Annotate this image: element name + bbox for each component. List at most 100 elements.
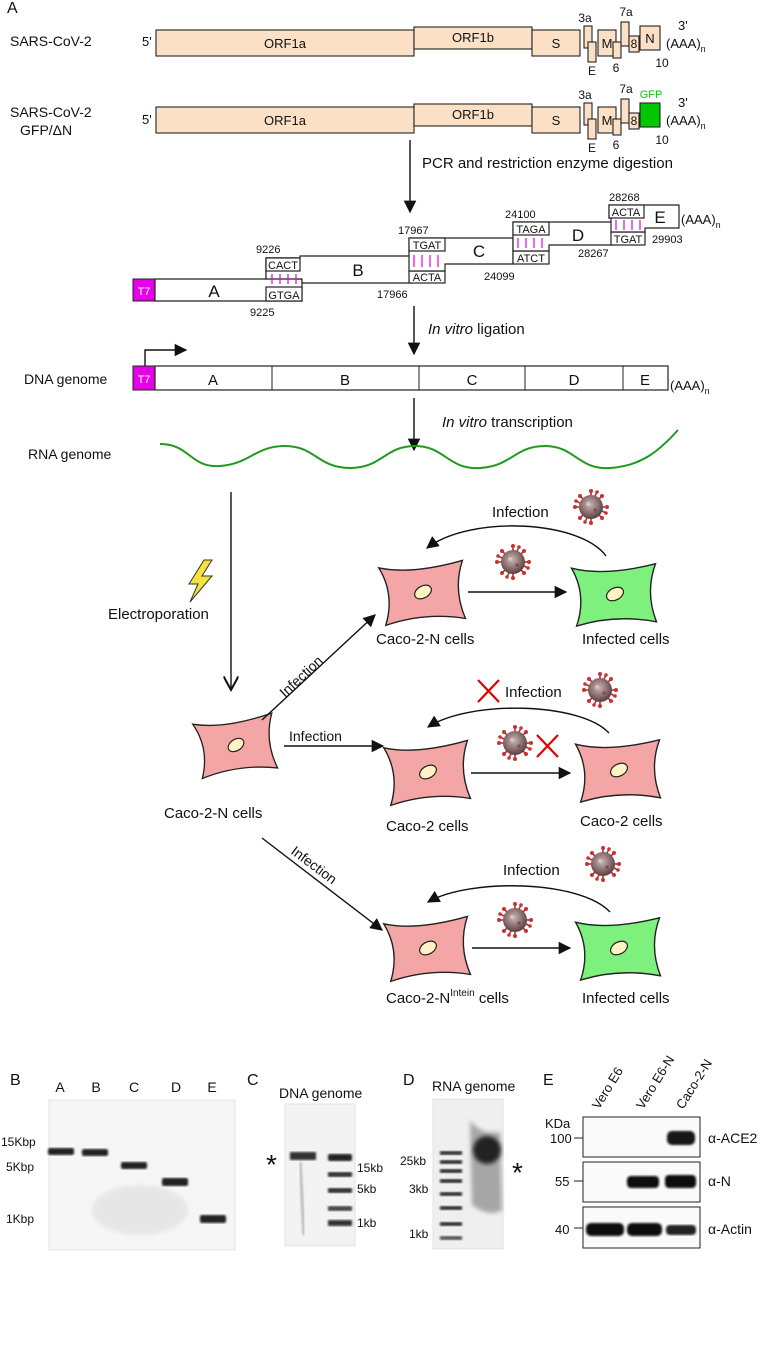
genome1-m: M bbox=[602, 36, 613, 51]
ligation-label: In vitro ligation bbox=[428, 321, 525, 338]
gel-c-star: * bbox=[266, 1149, 277, 1180]
row2-virus-icon-a bbox=[581, 671, 619, 709]
dna-genome-construct: DNA genome T7 A B C D E (AAA)n bbox=[24, 343, 710, 396]
gel-b-marker-5kbp: 5Kbp bbox=[6, 1160, 34, 1174]
junction-de-top: ACTA bbox=[612, 207, 641, 219]
genome1-s: S bbox=[552, 36, 561, 51]
junction-cd-bot: ATCT bbox=[517, 253, 545, 265]
genome1-orf1b: ORF1b bbox=[452, 30, 494, 45]
genome2-orf1a: ORF1a bbox=[264, 113, 307, 128]
genome1-e: E bbox=[588, 64, 596, 78]
genome2-3a: 3a bbox=[578, 88, 592, 102]
junction-bc-num-bot: 17966 bbox=[377, 289, 408, 301]
row2-reinfection-arrow bbox=[426, 707, 610, 734]
genome2-name-line1: SARS-CoV-2 bbox=[10, 104, 92, 120]
lightning-icon bbox=[188, 559, 214, 603]
blot-lane-vero-e6-n: Vero E6-N bbox=[633, 1053, 678, 1112]
gel-d-marker-3kb: 3kb bbox=[409, 1182, 429, 1196]
row2-caco2-cell-left bbox=[383, 739, 474, 807]
blot-row3-label: α-Actin bbox=[708, 1221, 752, 1237]
row1-left-label: Caco-2-N cells bbox=[376, 631, 474, 648]
genome1-6: 6 bbox=[613, 61, 620, 75]
branch-mid-label: Infection bbox=[289, 728, 342, 744]
row1-reinfection-arrow bbox=[425, 525, 607, 557]
genome1-five-prime: 5' bbox=[142, 34, 152, 49]
genome2-s: S bbox=[552, 113, 561, 128]
branch-down-label: Infection bbox=[288, 843, 340, 888]
blot-row2-label: α-N bbox=[708, 1173, 731, 1189]
row1-infected-cell bbox=[570, 563, 660, 627]
panel-label-d: D bbox=[403, 1072, 415, 1089]
blot-e: Vero E6 Vero E6-N Caco-2-N KDa 100 α-ACE… bbox=[545, 1053, 758, 1249]
row3-infected-cell bbox=[574, 917, 664, 981]
row3-reinfection-arrow bbox=[426, 885, 611, 913]
junction-cd-num-top: 24100 bbox=[505, 209, 536, 221]
junction-de-num-top: 28268 bbox=[609, 192, 640, 204]
genome1-n: N bbox=[645, 31, 654, 46]
branch-up-arrow bbox=[261, 614, 376, 721]
gel-c-marker-5kb: 5kb bbox=[357, 1182, 377, 1196]
blot-row3-mw: 40 bbox=[555, 1222, 569, 1237]
electroporation-label: Electroporation bbox=[108, 606, 209, 623]
pcr-step-label: PCR and restriction enzyme digestion bbox=[422, 155, 673, 172]
fragment-t7: T7 bbox=[138, 286, 151, 298]
rna-genome-label: RNA genome bbox=[28, 446, 111, 462]
fragment-b: B bbox=[352, 261, 363, 280]
gel-d: * 25kb 3kb 1kb bbox=[400, 1098, 523, 1250]
dna-t7: T7 bbox=[138, 374, 151, 386]
junction-ab-top: CACT bbox=[268, 260, 298, 272]
genome2-6: 6 bbox=[613, 138, 620, 152]
fragment-polya: (AAA)n bbox=[681, 212, 721, 230]
gel-d-title: RNA genome bbox=[432, 1078, 515, 1094]
row2-left-label: Caco-2 cells bbox=[386, 818, 469, 835]
genome2-gfp: GFP bbox=[640, 89, 663, 101]
junction-de-bot: TGAT bbox=[614, 234, 643, 246]
gfp-box bbox=[639, 102, 661, 128]
gel-b-lane-b: B bbox=[91, 1079, 100, 1095]
central-cell-label: Caco-2-N cells bbox=[164, 805, 262, 822]
gel-c-title: DNA genome bbox=[279, 1085, 362, 1101]
fragment-c: C bbox=[473, 242, 485, 261]
row3-caco2n-intein-cell bbox=[383, 915, 474, 983]
row3-right-label: Infected cells bbox=[582, 990, 670, 1007]
blot-lane-caco2n: Caco-2-N bbox=[673, 1056, 715, 1111]
genome-wildtype: SARS-CoV-2 5' ORF1a ORF1b S 3a E M 6 7a … bbox=[10, 5, 706, 78]
fragments-staircase: T7 A GTGA CACT B 9226 9225 ACTA TGAT C 1… bbox=[132, 192, 721, 319]
genome1-polya: (AAA)n bbox=[666, 36, 706, 54]
genome1-8: 8 bbox=[631, 37, 638, 51]
row1-right-label: Infected cells bbox=[582, 631, 670, 648]
genome2-8: 8 bbox=[631, 114, 638, 128]
row2-caco2-cell-right bbox=[574, 739, 664, 803]
genome2-e: E bbox=[588, 141, 596, 155]
genome1-three-prime: 3' bbox=[678, 18, 688, 33]
genome2-five-prime: 5' bbox=[142, 112, 152, 127]
fragment-d: D bbox=[572, 226, 584, 245]
fragment-a: A bbox=[208, 282, 220, 301]
junction-cd-num-bot: 24099 bbox=[484, 271, 515, 283]
dna-d: D bbox=[569, 372, 580, 389]
genome2-polya: (AAA)n bbox=[666, 113, 706, 131]
dna-a: A bbox=[208, 372, 218, 389]
row1-virus-icon-a bbox=[572, 488, 610, 526]
branch-down-arrow bbox=[261, 837, 383, 931]
junction-bc-num-top: 17967 bbox=[398, 225, 429, 237]
blot-lane-vero-e6: Vero E6 bbox=[589, 1064, 626, 1111]
dna-c: C bbox=[467, 372, 478, 389]
row2-right-label: Caco-2 cells bbox=[580, 813, 663, 830]
dna-polya: (AAA)n bbox=[670, 378, 710, 396]
gel-c-marker-15kb: 15kb bbox=[357, 1161, 383, 1175]
rna-wave bbox=[159, 429, 679, 470]
dna-b: B bbox=[340, 372, 350, 389]
row3-virus-icon-b bbox=[496, 901, 534, 939]
transcription-start-arrow bbox=[144, 343, 188, 366]
transcription-label: In vitro transcription bbox=[442, 414, 573, 431]
genome1-3a: 3a bbox=[578, 11, 592, 25]
blot-row2-mw: 55 bbox=[555, 1174, 569, 1189]
row1-infection-label: Infection bbox=[492, 504, 549, 521]
gel-d-marker-1kb: 1kb bbox=[409, 1227, 429, 1241]
row3-left-label: Caco-2-NIntein cells bbox=[386, 988, 509, 1007]
fragment-end-num: 29903 bbox=[652, 234, 683, 246]
gel-b-marker-1kbp: 1Kbp bbox=[6, 1212, 34, 1226]
genome-gfp-delta-n: SARS-CoV-2 GFP/ΔN 5' ORF1a ORF1b S 3a E … bbox=[10, 82, 706, 155]
